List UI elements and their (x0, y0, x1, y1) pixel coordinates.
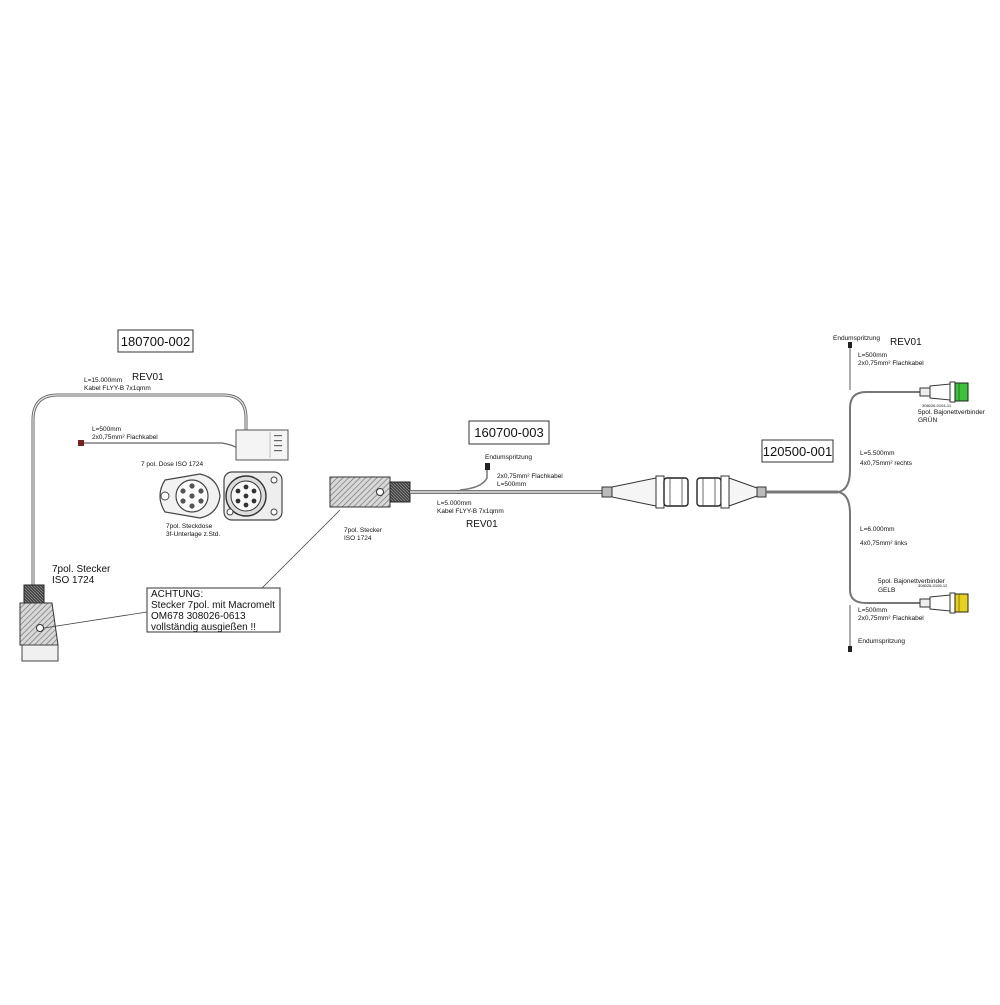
middle-plug-label-2: ISO 1724 (344, 535, 372, 542)
left-flat-cable-text: 2x0,75mm² Flachkabel (92, 434, 158, 441)
connector-coupling (601, 475, 767, 509)
warning-box (146, 587, 281, 633)
warning-line-1: ACHTUNG: (151, 589, 203, 600)
left-flat-cable-end (78, 440, 84, 446)
yellow-label-1: 5pol. Bajonettverbinder (878, 578, 946, 585)
yellow-code: 308026-0105-12 (918, 583, 948, 588)
middle-plug-label-1: 7pol. Stecker (344, 527, 383, 534)
left-plug-label-1: 7pol. Stecker (52, 564, 111, 575)
middle-rev: REV01 (466, 519, 498, 530)
middle-endum: Endumspritzung (485, 454, 532, 461)
left-assembly: 180700-002 REV01 L=15.000mm Kabel FLYY-B… (19, 329, 289, 662)
yellow-bayonet-connector (919, 592, 969, 614)
right-top-flat-end (848, 342, 852, 348)
left-branch-length: L=6.000mm (860, 526, 895, 533)
socket-desc-1: 7pol. Steckdose (166, 523, 213, 530)
right-part-number-box (761, 439, 834, 463)
socket-desc-2: 3f-Unterlage z.Std. (166, 531, 220, 538)
left-branch-cable: 4x0,75mm² links (860, 540, 908, 547)
middle-flat-cable-end (485, 463, 490, 470)
warning-leader-left (43, 611, 148, 629)
left-flat-length: L=500mm (92, 426, 121, 433)
left-part-number: 180700-002 (121, 334, 190, 349)
right-top-flat-cable: 2x0,75mm² Flachkabel (858, 360, 924, 367)
middle-part-number-box (468, 420, 550, 445)
right-assembly: 120500-001 REV01 Endumspritzung L=500mm … (761, 335, 986, 652)
right-endum-bottom: Endumspritzung (858, 638, 905, 645)
left-plug (19, 584, 59, 662)
right-rev: REV01 (890, 337, 922, 348)
left-part-number-box (117, 329, 194, 353)
right-upper-branch (837, 391, 920, 493)
right-lower-branch (837, 491, 920, 604)
middle-flat-cable (459, 470, 488, 491)
left-flat-cable (84, 442, 247, 457)
warning-note: ACHTUNG: Stecker 7pol. mit Macromelt OM6… (43, 509, 341, 633)
yellow-label-2: GELB (878, 587, 895, 594)
right-bottom-flat-cable: 2x0,75mm² Flachkabel (858, 615, 924, 622)
warning-line-2: Stecker 7pol. mit Macromelt (151, 600, 275, 611)
green-bayonet-connector (919, 381, 969, 403)
middle-cable-type: Kabel FLYY-B 7x1qmm (437, 508, 504, 515)
middle-part-number: 160700-003 (474, 425, 543, 440)
right-branch-length: L=5.500mm (860, 450, 895, 457)
right-top-flat-length: L=500mm (858, 352, 887, 359)
warning-leader-right (261, 509, 341, 589)
middle-flat-cable-text: 2x0,75mm² Flachkabel (497, 473, 563, 480)
right-branch-cable: 4x0,75mm² rechts (860, 460, 913, 467)
middle-assembly: 160700-003 7pol. Stecker ISO 1724 Endums… (329, 420, 767, 542)
socket-title: 7 pol. Dose ISO 1724 (141, 461, 204, 468)
socket-front-view (223, 471, 283, 521)
green-code: 308026-0104-11 (922, 403, 952, 408)
right-bottom-flat-length: L=500mm (858, 607, 887, 614)
warning-line-4: vollständig ausgießen !! (151, 622, 256, 633)
right-part-number: 120500-001 (763, 444, 832, 459)
left-plug-label-2: ISO 1724 (52, 575, 95, 586)
right-endum-top: Endumspritzung (833, 335, 880, 342)
middle-cable-length: L=5.000mm (437, 500, 472, 507)
right-bottom-flat-end (848, 646, 852, 652)
left-rev: REV01 (132, 372, 164, 383)
green-label-1: 5pol. Bajonettverbinder (918, 409, 986, 416)
middle-flat-length: L=500mm (497, 481, 526, 488)
left-cable-length: L=15.000mm (84, 377, 122, 384)
warning-line-3: OM678 308026-0613 (151, 611, 246, 622)
green-label-2: GRÜN (918, 416, 937, 424)
left-cable-type: Kabel FLYY-B 7x1qmm (84, 385, 151, 392)
middle-plug (329, 476, 411, 508)
socket-back-view (159, 473, 221, 519)
